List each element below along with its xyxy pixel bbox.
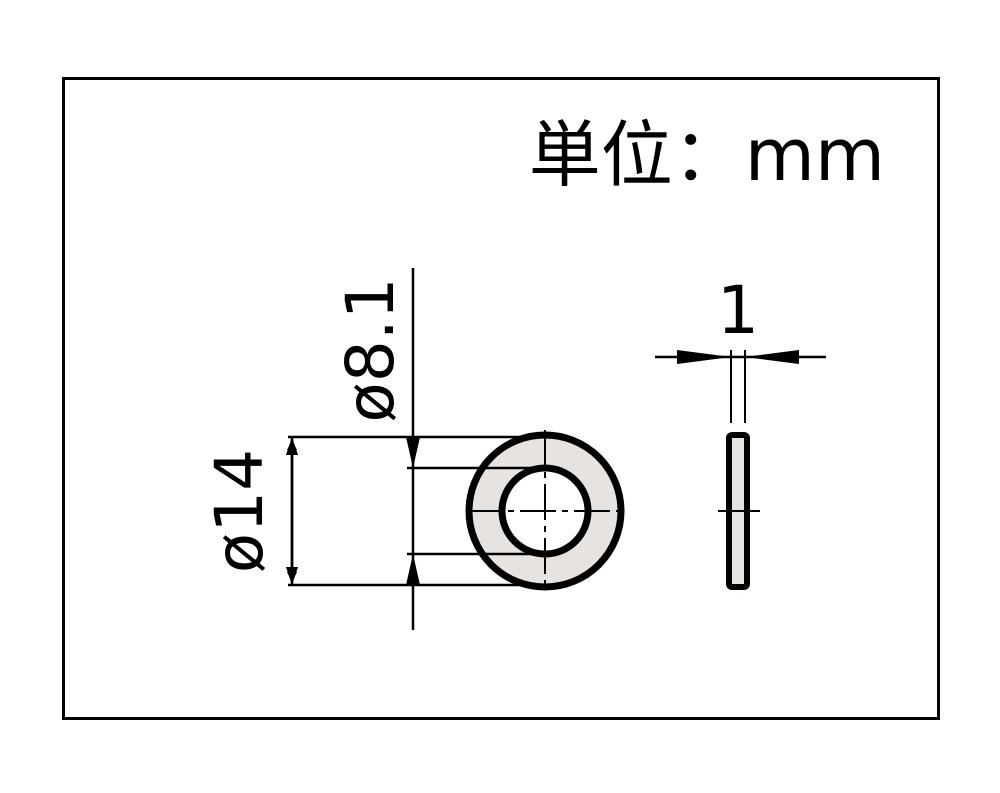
washer-front-view <box>465 430 625 592</box>
washer-side-view <box>718 432 760 590</box>
unit-label: 単位：mm <box>529 113 885 197</box>
drawing-frame <box>62 77 940 720</box>
outer-diameter-dimension: ø14 <box>201 437 298 585</box>
inner-diameter-label: ø8.1 <box>332 277 409 422</box>
thickness-label: 1 <box>717 272 759 349</box>
inner-diameter-dimension: ø8.1 <box>332 268 420 630</box>
thickness-dimension: 1 <box>655 272 826 423</box>
outer-diameter-label: ø14 <box>201 449 278 573</box>
